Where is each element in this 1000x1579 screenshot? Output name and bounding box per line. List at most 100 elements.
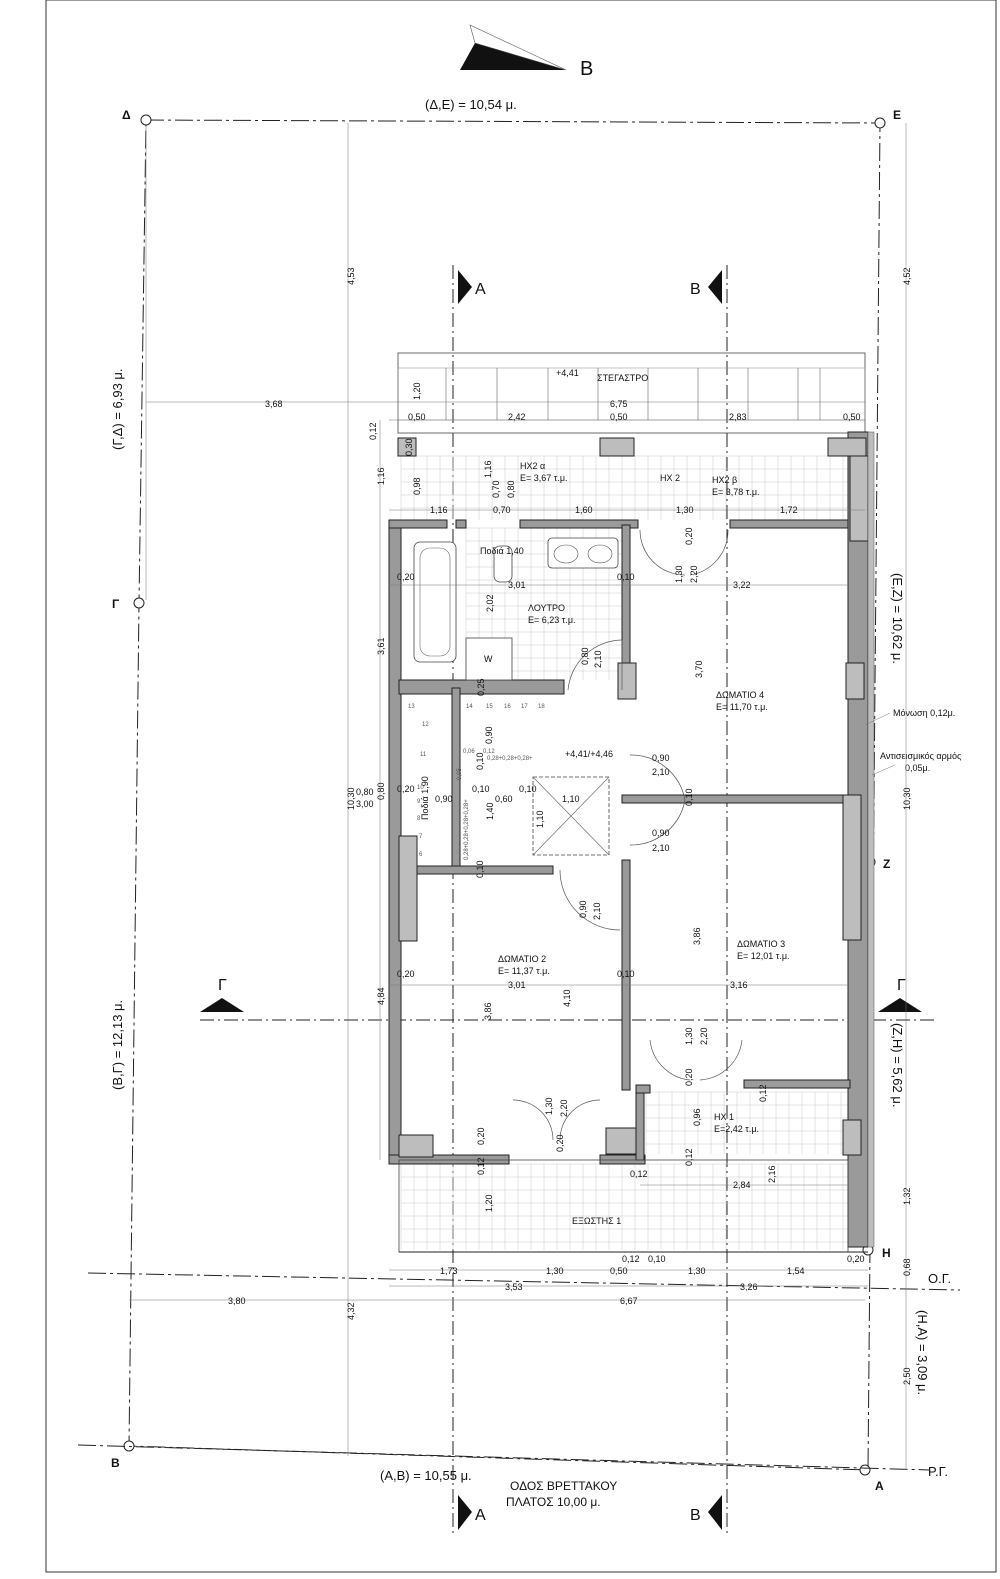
canopy-label: ΣΤΕΓΑΣΤΡΟ: [597, 373, 648, 383]
dim-020-stair: 0,20: [397, 784, 415, 794]
side-label-de: (Δ,Ε) = 10,54 μ.: [425, 97, 517, 112]
dim-070-v: 0,70: [491, 480, 501, 498]
room-hx2: ΗΧ 2: [660, 473, 680, 483]
dimension-texts: 3,68 6,75 0,50 2,42 0,50 2,83 0,50 0,12 …: [228, 267, 912, 1385]
dim-216: 2,16: [767, 1165, 777, 1183]
joint-size: 0,05μ.: [905, 763, 930, 773]
dim-020-hx1: 0,20: [684, 1068, 694, 1086]
dim-012-hx1: 0,12: [758, 1084, 768, 1102]
dim-140: 1,40: [485, 802, 495, 820]
section-label-a-top: Α: [475, 281, 486, 298]
dim-116-left: 1,16: [376, 467, 386, 485]
step-12: 12: [422, 722, 429, 728]
washer-label: W: [484, 654, 493, 664]
dim-301-bottom: 3,01: [508, 980, 526, 990]
dim-667: 6,67: [620, 1296, 638, 1306]
dim-283: 2,83: [729, 412, 747, 422]
dim-368: 3,68: [265, 399, 283, 409]
corner-marker-a: [859, 1464, 871, 1476]
building-line-og: Ο.Γ.: [928, 1271, 951, 1286]
dim-242: 2,42: [508, 412, 526, 422]
dim-050-b: 0,50: [610, 412, 628, 422]
street-label: ΟΔΟΣ ΒΡΕΤΤΑΚΟΥ ΠΛΑΤΟΣ 10,00 μ.: [506, 1479, 617, 1509]
section-label-a-bottom: Α: [475, 1507, 486, 1524]
dim-010-v-lower: 0,10: [475, 860, 485, 878]
dim-005: 0,05: [457, 768, 463, 780]
dim-210-bath: 2,10: [593, 650, 603, 668]
stair-void: [532, 776, 610, 856]
dim-173: 1,73: [440, 1266, 458, 1276]
dim-301-top: 3,01: [508, 580, 526, 590]
dim-090-stair: 0,90: [435, 794, 453, 804]
dim-132: 1,32: [902, 1187, 912, 1205]
side-label-gd: (Γ,Δ) = 6,93 μ.: [110, 368, 125, 450]
bath-sill: Ποδιά 1,40: [480, 546, 524, 556]
dim-110-h: 1,10: [562, 794, 580, 804]
room-hx2a: ΗΧ2 α: [520, 461, 545, 471]
dim-020-door4: 0,20: [684, 527, 694, 545]
building-lines: Ο.Γ. Ρ.Γ.: [77, 1271, 961, 1479]
step-18: 18: [538, 704, 545, 710]
side-label-ab: (Α,Β) = 10,55 μ.: [380, 1468, 472, 1483]
dim-098: 0,98: [412, 477, 422, 495]
dim-050-c: 0,50: [843, 412, 861, 422]
dim-316: 3,16: [730, 980, 748, 990]
dim-1030-right: 10,30: [902, 787, 912, 810]
dim-370: 3,70: [694, 660, 704, 678]
dim-028-steps-v: 0,28+0,28+0,28+0,28+: [464, 799, 470, 860]
room-bath-area: Ε= 6,23 τ.μ.: [528, 615, 576, 625]
dim-012-top: 0,12: [368, 422, 378, 440]
corner-label-e: Ε: [893, 108, 901, 122]
bathtub: [413, 541, 457, 663]
washbasin: [547, 537, 619, 569]
dim-006: 0,06: [463, 749, 475, 755]
canopy-level: +4,41: [556, 368, 579, 378]
section-label-b-top: Β: [690, 281, 701, 298]
dim-326: 3,26: [740, 1282, 758, 1292]
dim-110-v: 1,10: [535, 810, 545, 828]
dim-010-top: 0,10: [617, 572, 635, 582]
insulation-note: Μόνωση 0,12μ.: [893, 708, 955, 718]
side-label-ez: (Ε,Ζ) = 10,62 μ.: [890, 573, 905, 664]
dim-120-top: 1,20: [412, 382, 422, 400]
dimension-lines: [129, 123, 907, 1470]
washer: [465, 637, 513, 681]
section-label-g-left: Γ: [218, 977, 227, 994]
dim-220-hx1: 2,20: [699, 1027, 709, 1045]
room-3: ΔΩΜΑΤΙΟ 3: [737, 939, 785, 949]
dim-386-room2: 3,86: [483, 1002, 493, 1020]
dim-010-void: 0,10: [519, 784, 537, 794]
step-11: 11: [420, 752, 427, 758]
side-label-ha: (Η,Α) = 3,09 μ.: [915, 1310, 930, 1395]
dim-020-balcony: 0,20: [847, 1254, 865, 1264]
dim-010-room2: 0,10: [617, 969, 635, 979]
dim-096: 0,96: [692, 1108, 702, 1126]
dim-050-bottom: 0,50: [610, 1266, 628, 1276]
dim-250: 2,50: [902, 1367, 912, 1385]
dim-220-room2: 2,20: [559, 1099, 569, 1117]
corner-marker-g: [133, 597, 145, 609]
dim-030: 0,30: [404, 438, 414, 456]
dim-172: 1,72: [780, 505, 798, 515]
dim-090-stair-v: 0,90: [484, 726, 494, 744]
corner-label-b: Β: [111, 1456, 120, 1470]
step-8: 8: [417, 816, 421, 822]
street-width: ΠΛΑΤΟΣ 10,00 μ.: [506, 1495, 601, 1509]
corner-label-h: Η: [882, 1246, 891, 1260]
dim-130-room2: 1,30: [544, 1097, 554, 1115]
dim-080-bath: 0,80: [580, 647, 590, 665]
room-hx2b: ΗΧ2 β: [712, 475, 737, 485]
room-hx1: ΗΧ 1: [714, 1112, 734, 1122]
dim-020-left-bottom: 0,20: [476, 1127, 486, 1145]
step-6: 6: [419, 852, 423, 858]
step-14: 14: [466, 704, 473, 710]
room-bath: ΛΟΥΤΡΟ: [528, 603, 565, 613]
dim-284: 2,84: [733, 1180, 751, 1190]
section-label-b-bottom: Β: [690, 1507, 701, 1524]
walls: [388, 431, 875, 1248]
dim-353: 3,53: [505, 1282, 523, 1292]
room-hx1-area: Ε=2,42 τ.μ.: [714, 1124, 759, 1134]
room-hx2a-area: Ε= 3,67 τ.μ.: [520, 473, 568, 483]
dim-090-lower: 0,90: [652, 828, 670, 838]
dim-410: 4,10: [562, 989, 572, 1007]
